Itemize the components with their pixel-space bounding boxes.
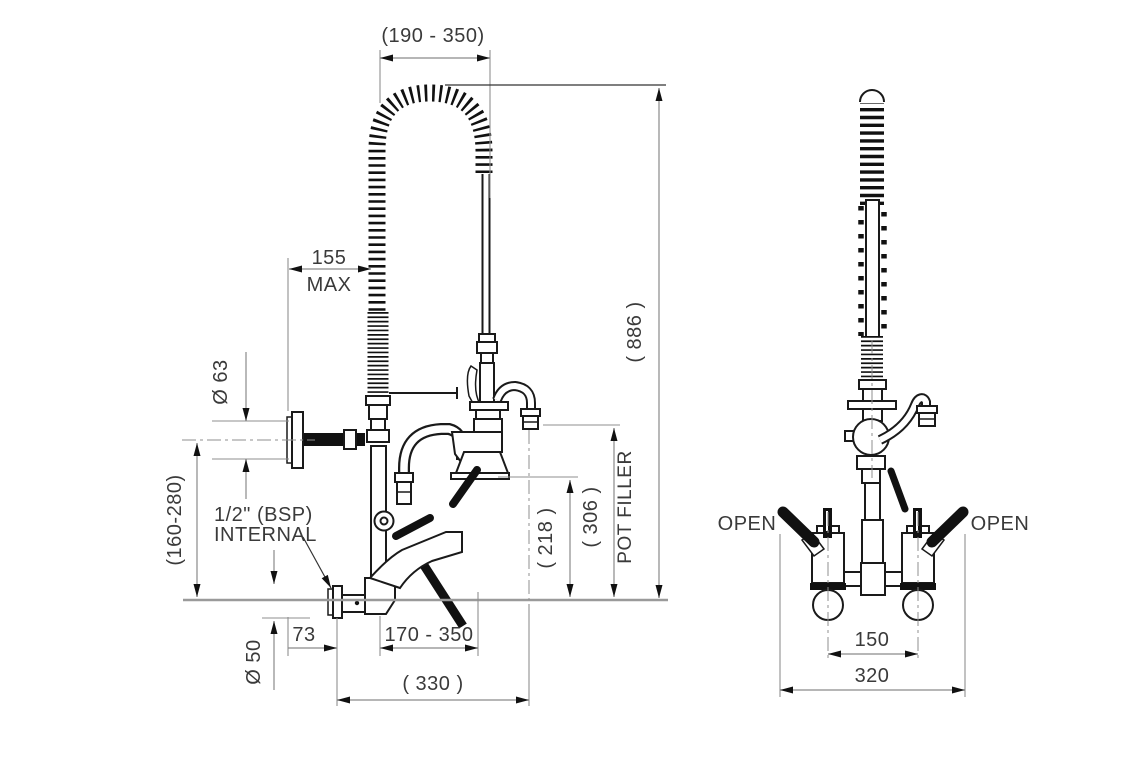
dim-hose-reach: 155 MAX	[287, 247, 371, 411]
dim-overall-reach: ( 330 )	[336, 430, 530, 706]
dim-valve-centres-label: 150	[855, 629, 890, 651]
dim-bracket-height-label: (160-280)	[164, 474, 186, 565]
front-right-valve	[900, 506, 969, 621]
dim-valve-centres: 150	[828, 629, 918, 658]
dim-potfiller-height-label: ( 306 )	[580, 486, 602, 547]
pot-filler-spout	[492, 380, 541, 430]
dim-spout-height: ( 218 )	[498, 476, 578, 597]
label-open-left: OPEN	[718, 513, 777, 535]
dim-inlet-offset: 73	[287, 617, 337, 656]
coil-hose-arch	[368, 84, 493, 318]
dim-overall-width: 320	[779, 534, 966, 697]
dim-top-width: (190 - 350)	[379, 25, 491, 198]
label-open-right: OPEN	[971, 513, 1030, 535]
front-spout-lever	[887, 467, 909, 513]
dim-bracket-height: (160-280)	[164, 443, 201, 597]
dim-overall-width-label: 320	[855, 665, 890, 687]
side-view	[286, 84, 541, 629]
dim-overall-height: ( 886 )	[445, 84, 666, 598]
dim-inlet-offset-label: 73	[292, 624, 315, 646]
front-view	[777, 89, 969, 621]
holder-lever	[449, 466, 481, 508]
front-swing-spout	[877, 393, 938, 513]
dim-spout-reach: 170 - 350	[379, 592, 479, 656]
dim-overall-reach-label: ( 330 )	[402, 673, 463, 695]
dim-inlet-flange-dia-label: Ø 50	[243, 639, 265, 684]
label-inlet-thread: 1/2" (BSP) INTERNAL	[214, 504, 332, 589]
front-coil-hose	[858, 89, 887, 339]
label-potfiller: POT FILLER	[615, 450, 636, 563]
trigger-lever	[466, 364, 482, 409]
supply-hose	[414, 553, 467, 629]
dim-overall-height-label: ( 886 )	[624, 301, 646, 362]
dim-spout-reach-label: 170 - 350	[384, 624, 473, 646]
front-centre-column	[825, 482, 921, 596]
swing-spout	[394, 423, 468, 505]
dim-potfiller-height: ( 306 ) POT FILLER	[543, 424, 636, 597]
label-inlet-line2: INTERNAL	[214, 524, 317, 546]
riser-pipe	[327, 445, 396, 619]
left-handle	[777, 506, 820, 548]
mixer-body	[368, 510, 463, 590]
dim-hose-reach-max-label: MAX	[307, 274, 352, 296]
dim-wall-plate-dia-label: Ø 63	[210, 359, 232, 404]
wall-bracket	[286, 411, 365, 469]
dim-spout-height-label: ( 218 )	[535, 507, 557, 568]
dimensions: (190 - 350) ( 886 ) 155 MAX Ø 63 (160-28…	[164, 25, 1029, 706]
hose-spring-guard	[365, 312, 391, 443]
dim-inlet-flange-dia: Ø 50	[243, 550, 310, 690]
front-left-valve	[777, 506, 846, 621]
holder-bell	[449, 451, 510, 508]
label-inlet-line1: 1/2" (BSP)	[214, 504, 313, 526]
front-valve-body	[844, 418, 890, 484]
right-handle	[926, 506, 969, 548]
dim-wall-plate-dia: Ø 63	[210, 352, 289, 499]
support-bracket-rod	[389, 387, 458, 399]
dim-hose-reach-label: 155	[312, 247, 347, 269]
dim-top-width-label: (190 - 350)	[381, 25, 484, 47]
